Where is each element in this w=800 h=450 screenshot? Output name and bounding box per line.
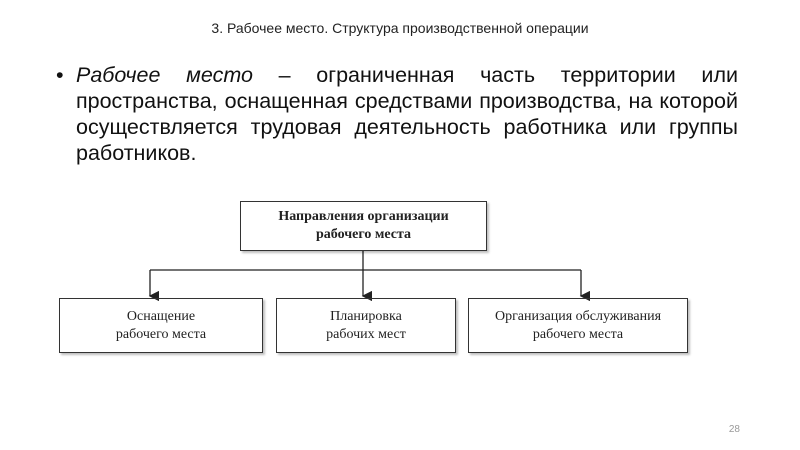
page-number: 28	[728, 424, 740, 435]
slide-title: 3. Рабочее место. Структура производстве…	[211, 20, 589, 36]
root-line-1: Направления организации	[278, 209, 449, 224]
root-box: Направления организации рабочего места	[240, 201, 487, 251]
child-3-line-2: рабочего места	[532, 326, 624, 342]
bullet-term: Рабочее место	[76, 63, 253, 87]
bullet-marker: •	[56, 63, 64, 87]
child-3-line-1: Организация обслуживания	[494, 308, 662, 324]
definition-bullet: • Рабочее место – ограниченная часть тер…	[56, 62, 738, 166]
child-box-service: Организация обслуживания рабочего места	[468, 298, 688, 353]
child-1-line-1: Оснащение	[126, 308, 196, 324]
child-box-equipment: Оснащение рабочего места	[59, 298, 263, 353]
child-2-line-2: рабочих мест	[326, 326, 406, 342]
bullet-text: – ограниченная часть территории или прос…	[76, 63, 738, 165]
root-line-2: рабочего места	[315, 227, 412, 242]
child-1-line-2: рабочего места	[115, 326, 207, 342]
child-2-line-1: Планировка	[330, 308, 402, 324]
child-box-layout: Планировка рабочих мест	[276, 298, 456, 353]
